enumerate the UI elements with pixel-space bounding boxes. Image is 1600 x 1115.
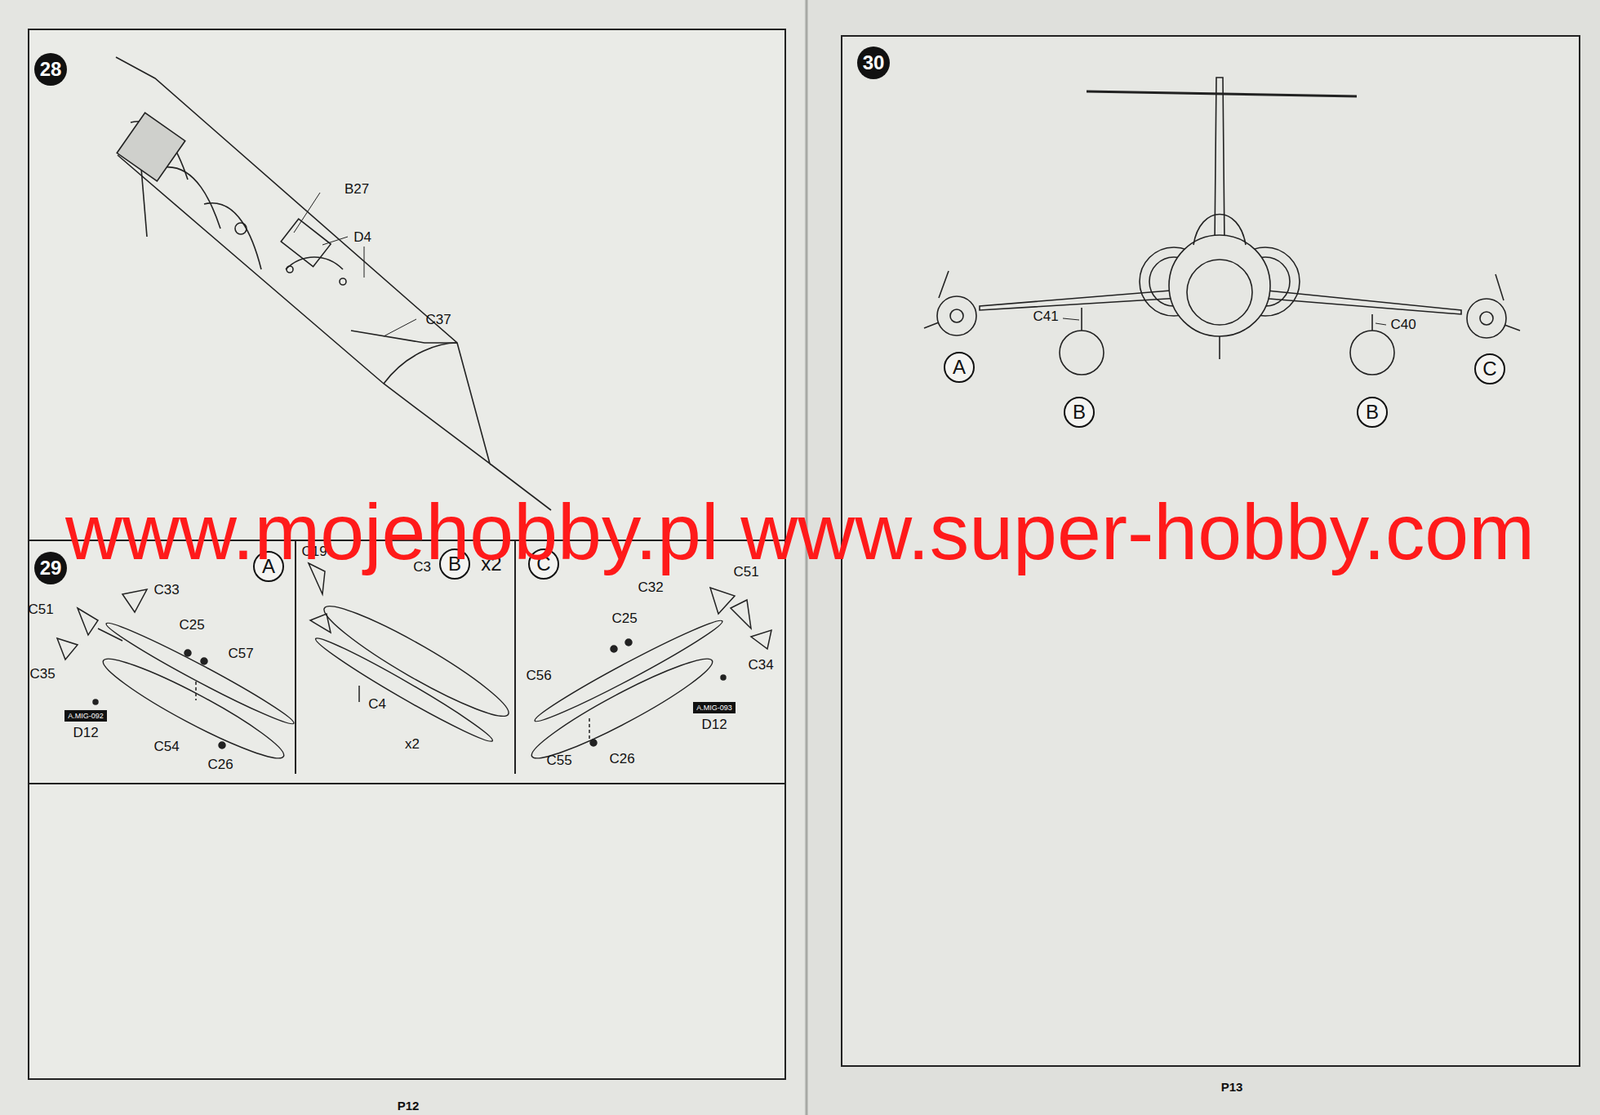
leader-line	[293, 192, 417, 337]
part-number: C41	[1032, 309, 1058, 324]
part-number: C33	[153, 582, 179, 597]
step-divider	[28, 782, 786, 785]
sub-divider	[514, 540, 516, 774]
part-number: C25	[178, 617, 205, 632]
variant-letter: C	[1474, 353, 1506, 385]
quantity-note: D4	[353, 230, 372, 245]
part-number: C55	[546, 753, 572, 768]
part-number: C51	[27, 602, 54, 617]
part-number: C26	[207, 757, 233, 772]
part-number: C57	[227, 646, 254, 661]
node-text: C	[1482, 359, 1497, 379]
variant-letter: B	[1063, 396, 1095, 428]
part-number: C37	[425, 312, 451, 327]
paint-code-box: A.MIG-093	[693, 702, 736, 714]
part-number: C25	[611, 611, 637, 626]
part-number: D12	[72, 725, 98, 740]
node-text: A	[952, 357, 966, 378]
page-number: P13	[1221, 1080, 1244, 1094]
node-text: 29	[40, 558, 63, 578]
node-text: B	[1072, 402, 1086, 423]
quantity-note: C4	[368, 697, 387, 712]
page-number: P12	[397, 1099, 420, 1112]
part-number: B27	[344, 182, 369, 196]
part-number: C56	[525, 668, 552, 683]
node-text: A.MIG-093	[696, 704, 733, 712]
pylon-tank-drawing	[57, 589, 298, 770]
node-text: 28	[40, 59, 63, 80]
node-text: B	[1365, 402, 1379, 423]
sub-divider	[294, 540, 297, 774]
node-text: 30	[862, 53, 885, 73]
node-text: A.MIG-092	[67, 712, 104, 720]
part-number: C35	[29, 666, 55, 681]
watermark: www.mojehobby.pl www.super-hobby.com	[65, 493, 1535, 573]
part-number: C54	[153, 739, 179, 754]
variant-letter: A	[943, 351, 975, 383]
variant-letter: B	[1356, 396, 1388, 428]
fuselage-drawing	[115, 57, 552, 511]
pylon-tank-drawing	[524, 587, 772, 770]
leader-line	[1062, 318, 1387, 325]
pylon-tank-drawing	[308, 563, 517, 748]
part-number: D12	[701, 717, 727, 732]
aircraft-front-view	[924, 77, 1520, 375]
part-number: C32	[637, 580, 663, 595]
paint-code-box: A.MIG-092	[64, 710, 107, 722]
part-number: C26	[608, 751, 635, 766]
quantity-note: x2	[404, 737, 420, 752]
part-number: C40	[1390, 317, 1416, 332]
part-number: C34	[747, 657, 774, 672]
